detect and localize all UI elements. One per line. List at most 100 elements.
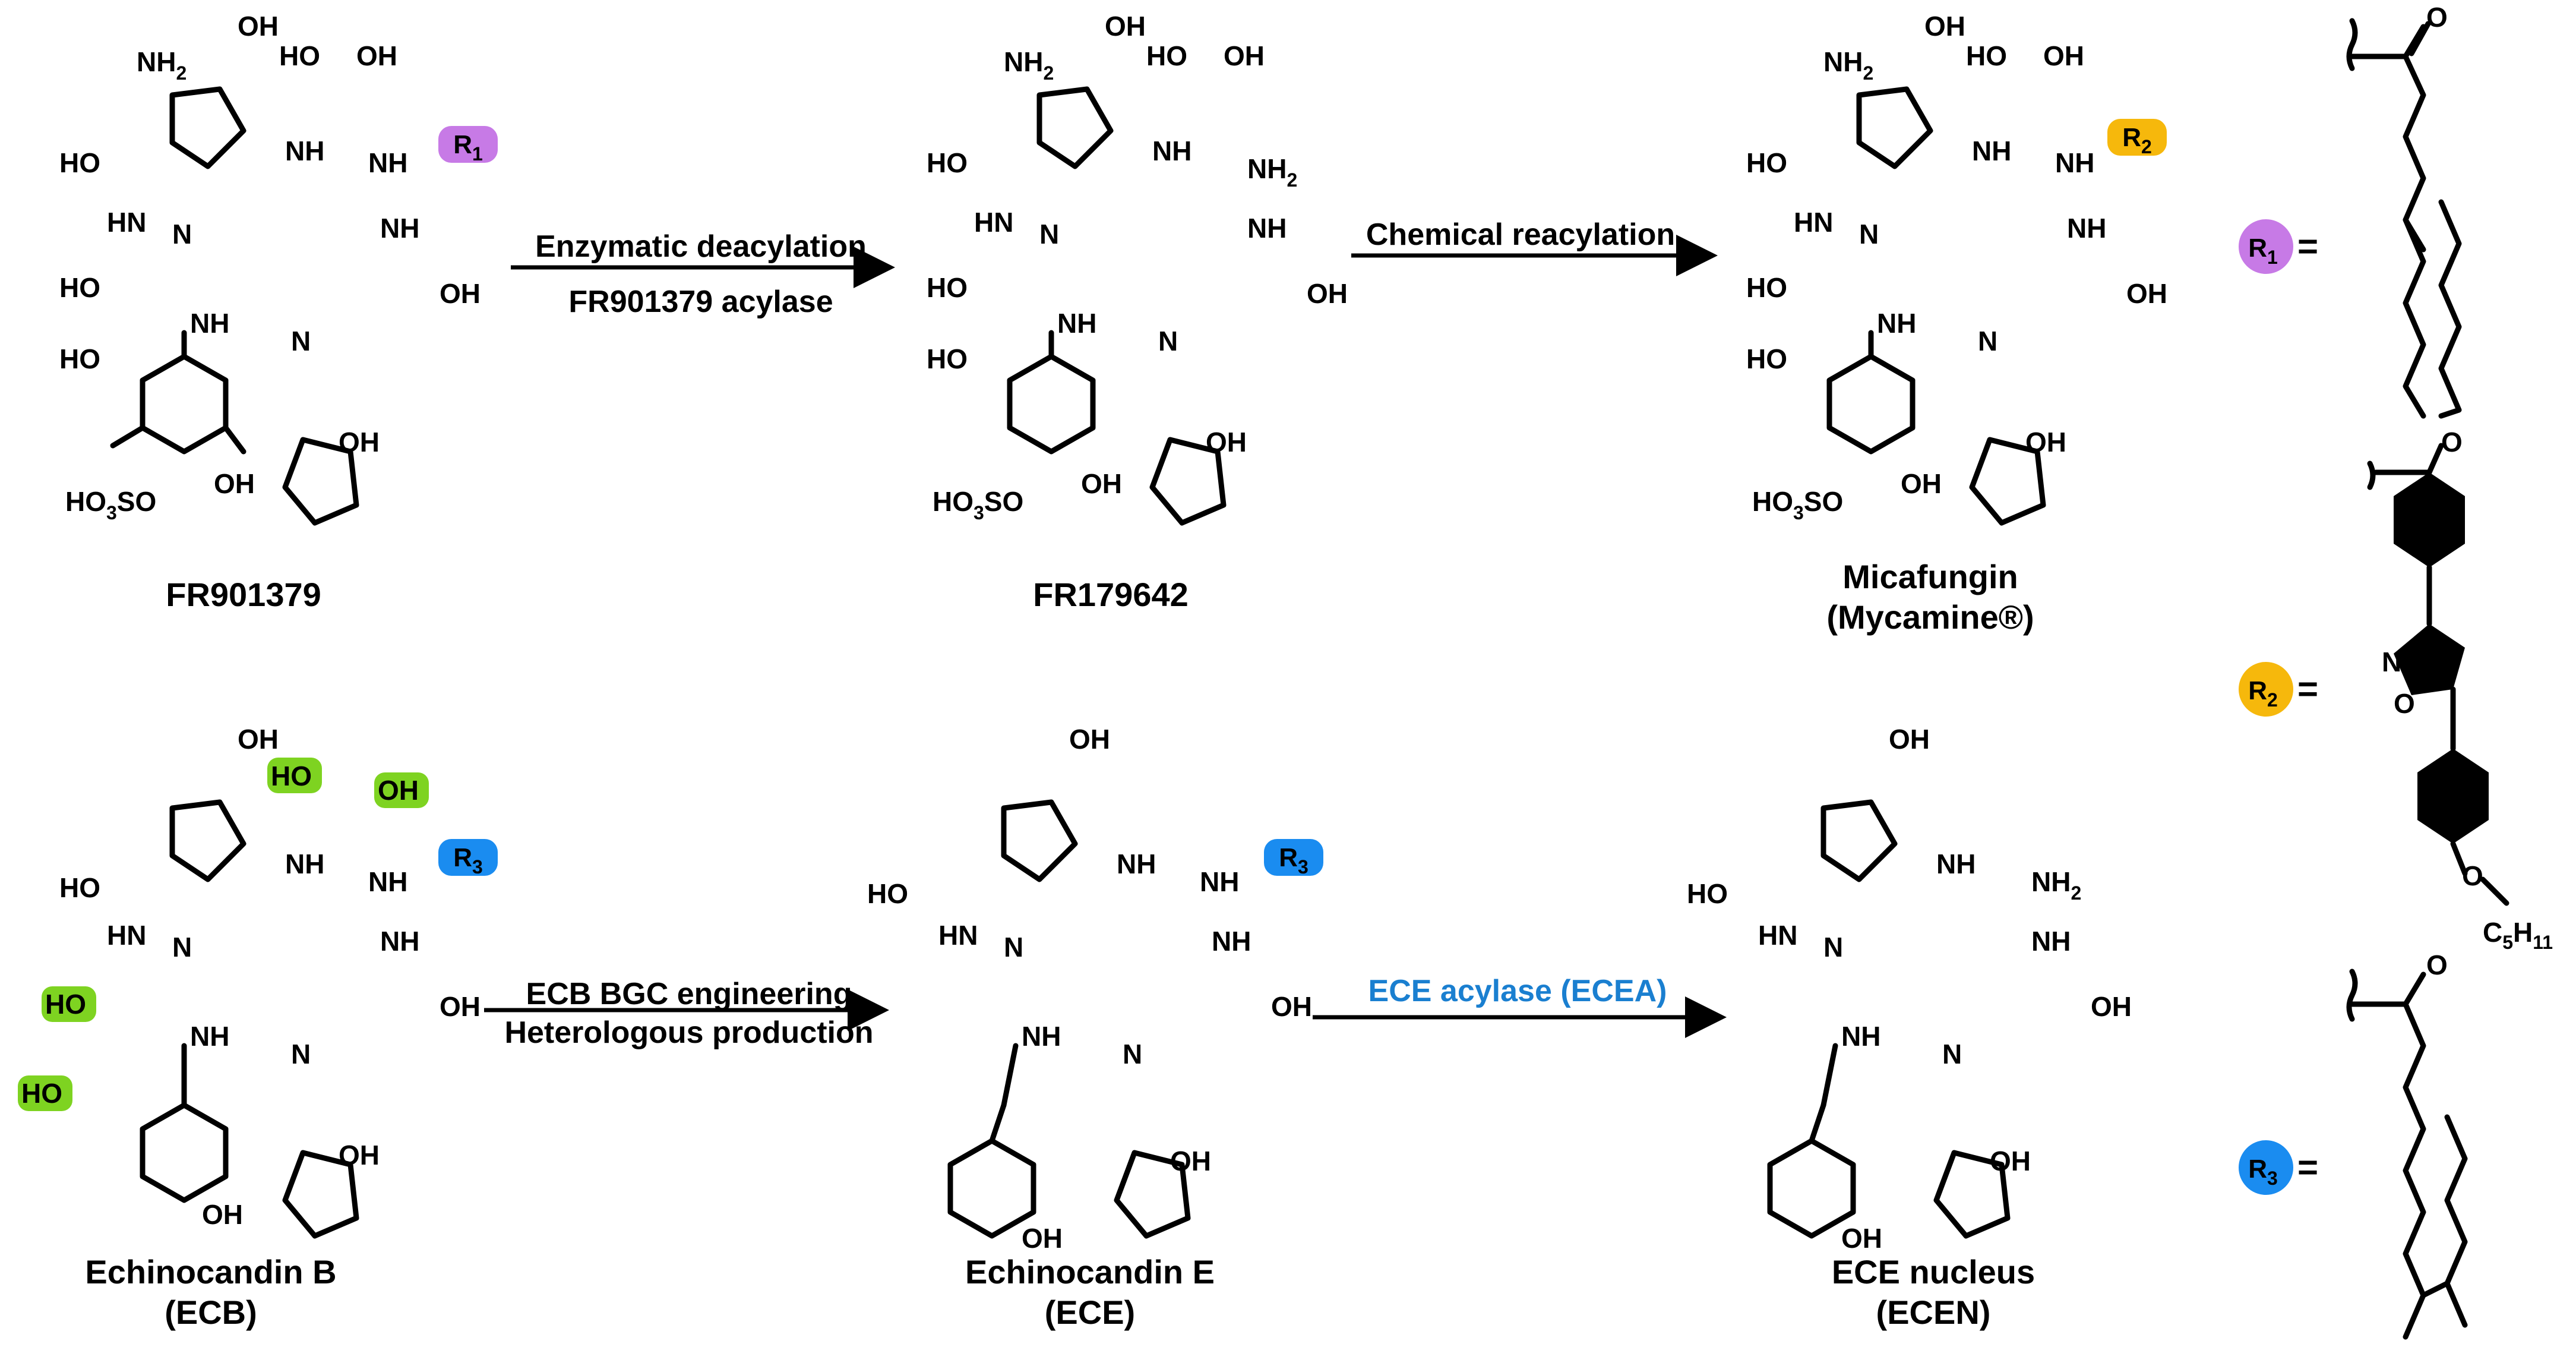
svg-text:NH: NH	[1212, 926, 1251, 957]
svg-text:OH: OH	[2025, 427, 2066, 458]
svg-text:OH: OH	[1206, 427, 1247, 458]
ecen-structure: OH HO N HN NH NH2 NH NH N OH OH OH	[1687, 724, 2132, 1260]
svg-text:HO: HO	[1746, 343, 1787, 374]
svg-text:NH: NH	[2031, 926, 2071, 957]
svg-text:O: O	[2394, 688, 2415, 719]
svg-text:NH: NH	[1152, 135, 1191, 166]
svg-text:HO: HO	[59, 343, 100, 374]
svg-text:OH: OH	[339, 1140, 380, 1171]
svg-text:NH: NH	[1247, 213, 1287, 244]
svg-text:HN: HN	[107, 207, 146, 238]
svg-text:OH: OH	[1841, 1223, 1882, 1254]
svg-text:N: N	[1158, 326, 1178, 357]
svg-text:NH: NH	[368, 147, 407, 178]
svg-text:OH: OH	[1170, 1146, 1211, 1176]
svg-text:OH: OH	[1924, 11, 1965, 42]
svg-text:HN: HN	[1758, 920, 1797, 951]
svg-text:NH: NH	[368, 866, 407, 897]
caption-fr179642: FR179642	[1033, 576, 1189, 613]
svg-text:HO: HO	[927, 147, 968, 178]
svg-text:HN: HN	[938, 920, 978, 951]
svg-text:OH: OH	[440, 991, 481, 1022]
svg-text:HO3SO: HO3SO	[1752, 486, 1843, 523]
arrow-label-chemical-reacylation: Chemical reacylation	[1366, 217, 1675, 252]
caption-micafungin: Micafungin	[1842, 558, 2018, 595]
svg-text:NH: NH	[190, 1021, 229, 1052]
ecb-structure: OH HO N HN NH NH NH NH N OH OH OH	[59, 724, 481, 1260]
svg-text:NH: NH	[190, 308, 229, 339]
svg-text:R3: R3	[2248, 1154, 2278, 1189]
caption-ecen: ECE nucleus	[1832, 1253, 2035, 1291]
arrow-label-ece-acylase: ECE acylase (ECEA)	[1368, 974, 1667, 1008]
r2-side-chain: O N O O C5H11	[2367, 427, 2553, 953]
caption-ecb-abbrev: (ECB)	[165, 1294, 257, 1331]
highlight-ho-1	[267, 758, 322, 793]
svg-text:HO: HO	[45, 989, 86, 1020]
caption-ece-abbrev: (ECE)	[1045, 1294, 1135, 1331]
svg-text:NH: NH	[1117, 848, 1156, 879]
caption-fr901379: FR901379	[166, 576, 321, 613]
svg-text:NH: NH	[2055, 147, 2094, 178]
svg-text:OH: OH	[339, 427, 380, 458]
ece-structure: OH HO N HN NH NH NH NH N OH OH OH	[867, 724, 1312, 1260]
fr901379-structure: NH2 OH HO OH HO N HN NH NH HO HO NH NH N…	[59, 11, 481, 547]
svg-text:O: O	[2426, 949, 2448, 980]
svg-text:N: N	[1859, 219, 1879, 250]
svg-text:N: N	[291, 326, 311, 357]
svg-text:NH: NH	[380, 926, 419, 957]
svg-text:HO: HO	[21, 1078, 62, 1109]
r2-legend-circle	[2239, 662, 2293, 717]
caption-ece: Echinocandin E	[965, 1253, 1215, 1291]
svg-text:OH: OH	[378, 775, 419, 806]
svg-text:OH: OH	[1990, 1146, 2031, 1176]
svg-text:HO: HO	[279, 40, 320, 71]
arrow-label-enzymatic-deacylation: Enzymatic deacylation	[535, 229, 867, 264]
r1-badge-fr901379	[438, 126, 498, 163]
r1-lipid-chain: O	[2346, 2, 2462, 419]
svg-text:NH: NH	[380, 213, 419, 244]
svg-text:OH: OH	[2091, 991, 2132, 1022]
svg-text:O: O	[2426, 2, 2448, 33]
svg-text:NH2: NH2	[1004, 46, 1054, 84]
svg-text:OH: OH	[1889, 724, 1930, 755]
arrow-label-heterologous: Heterologous production	[504, 1015, 873, 1050]
svg-text:OH: OH	[1271, 991, 1312, 1022]
svg-text:HO: HO	[59, 147, 100, 178]
svg-text:OH: OH	[1224, 40, 1265, 71]
svg-text:NH: NH	[1936, 848, 1976, 879]
svg-text:OH: OH	[440, 278, 481, 309]
svg-text:OH: OH	[2043, 40, 2084, 71]
svg-text:N: N	[1123, 1039, 1142, 1070]
svg-text:NH2: NH2	[2031, 866, 2081, 904]
svg-text:=: =	[2297, 669, 2318, 709]
svg-text:NH2: NH2	[1247, 153, 1297, 191]
svg-text:NH2: NH2	[137, 46, 187, 84]
svg-text:NH: NH	[1841, 1021, 1880, 1052]
svg-text:N: N	[1004, 932, 1023, 963]
caption-mycamine: (Mycamine®)	[1826, 598, 2034, 636]
svg-text:OH: OH	[2126, 278, 2167, 309]
svg-text:OH: OH	[238, 724, 279, 755]
svg-text:OH: OH	[356, 40, 397, 71]
svg-text:O: O	[2441, 427, 2463, 458]
svg-text:N: N	[172, 219, 192, 250]
caption-ecen-abbrev: (ECEN)	[1876, 1294, 1991, 1331]
svg-text:C5H11: C5H11	[2483, 917, 2553, 953]
r3-badge-ece	[1264, 839, 1323, 876]
svg-text:NH2: NH2	[1823, 46, 1873, 84]
highlight-oh-1	[374, 772, 429, 808]
svg-text:HO: HO	[1687, 878, 1728, 909]
svg-text:OH: OH	[1069, 724, 1110, 755]
svg-text:OH: OH	[1022, 1223, 1063, 1254]
svg-text:HO: HO	[59, 272, 100, 303]
svg-text:HO: HO	[927, 272, 968, 303]
svg-text:OH: OH	[1307, 278, 1348, 309]
svg-text:HO: HO	[927, 343, 968, 374]
svg-text:NH: NH	[1877, 308, 1916, 339]
svg-text:OH: OH	[1105, 11, 1146, 42]
svg-text:=: =	[2297, 1147, 2318, 1187]
svg-text:N: N	[291, 1039, 311, 1070]
svg-text:N: N	[172, 932, 192, 963]
svg-text:HO3SO: HO3SO	[65, 486, 156, 523]
